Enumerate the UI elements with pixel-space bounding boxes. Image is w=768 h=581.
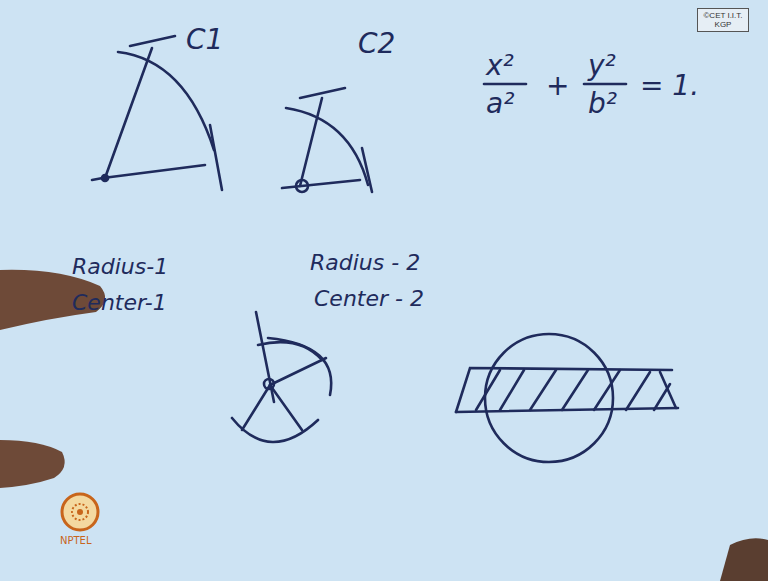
equation-term: b² — [588, 90, 617, 118]
curve-label: C1 — [186, 26, 223, 54]
handwritten-note: Radius - 2 — [310, 252, 420, 274]
equation-term: a² — [486, 90, 514, 118]
equation-term: y² — [588, 52, 616, 80]
equation-term: + — [546, 72, 569, 100]
handwritten-note: Center-1 — [72, 292, 167, 314]
equation-term: = 1. — [640, 72, 699, 100]
equation-term: x² — [486, 52, 514, 80]
copyright-box: ©CET I.I.T. KGP — [697, 8, 749, 32]
handwritten-note: Radius-1 — [72, 256, 168, 278]
copyright-text: ©CET I.I.T. KGP — [702, 11, 744, 29]
curve-label: C2 — [358, 30, 395, 58]
logo-text: NPTEL — [60, 536, 92, 546]
handwritten-note: Center - 2 — [314, 288, 424, 310]
